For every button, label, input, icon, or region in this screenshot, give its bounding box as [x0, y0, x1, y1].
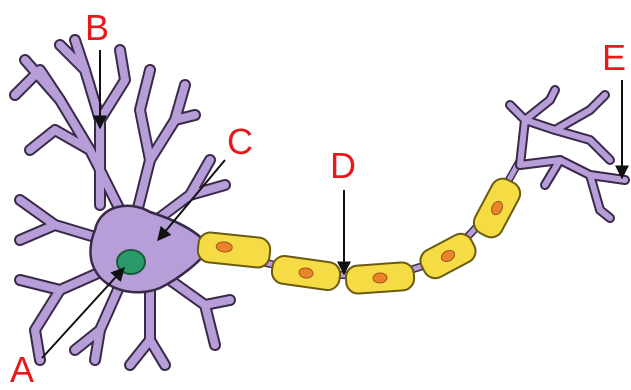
leader-lines [42, 50, 622, 358]
cell-body [90, 206, 210, 293]
axon-terminals [510, 90, 625, 218]
label-b: B [85, 10, 109, 46]
label-c: C [227, 124, 253, 160]
leader-c [158, 160, 225, 240]
label-e: E [602, 40, 626, 76]
label-d: D [330, 148, 356, 184]
dendrites [15, 40, 230, 365]
label-a: A [10, 352, 34, 388]
